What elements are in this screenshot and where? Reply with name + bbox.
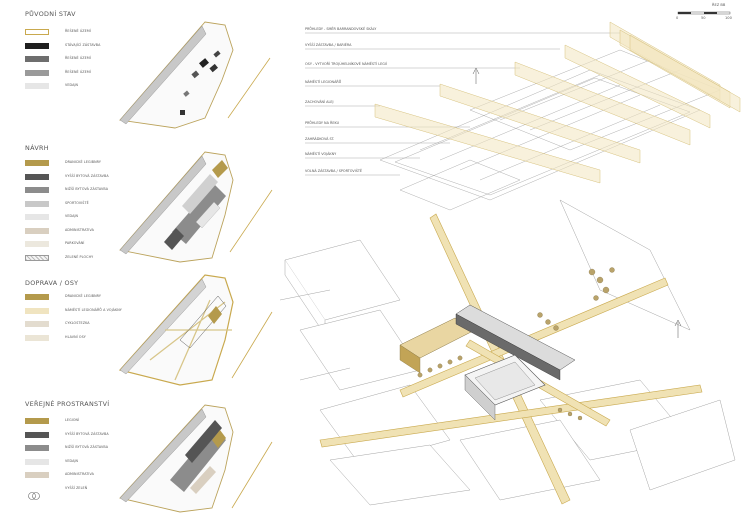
legend-swatch <box>25 69 49 76</box>
annotation-label: VOLNÁ ZÁSTAVBA / SPORTOVIŠTĚ <box>305 169 363 173</box>
legend-swatch <box>25 187 49 193</box>
legend-label: STÁVAJÍCÍ ZÁSTAVBA <box>65 42 101 47</box>
scale-bar-icon <box>677 11 731 15</box>
legend-label: ADMINISTRATIVA <box>65 227 94 232</box>
legend-swatch <box>25 321 49 327</box>
legend-swatch <box>25 307 49 314</box>
legend-label: ADMINISTRATIVA <box>65 472 94 476</box>
legend-swatch <box>25 458 49 465</box>
legend-label: NIŽŠÍ BYTOVÁ ZÁSTAVBA <box>65 445 109 449</box>
legend-swatch <box>25 200 49 207</box>
legend-label: ZELENÉ PLOCHY <box>65 254 94 259</box>
annotation-label: OSY - VYTVOŘÍ TROJÚHELNÍKOVÉ NÁMĚSTÍ LEG… <box>305 62 387 66</box>
annotation-leaders <box>305 32 620 176</box>
legend-label: VYŠŠÍ ZELEŇ <box>65 485 88 490</box>
gold-planes <box>374 21 741 184</box>
scale-title: ŘEZ BB <box>712 3 726 7</box>
legend-label: VYŠŠÍ BYTOVÁ ZÁSTAVBA <box>65 173 109 178</box>
legend-swatch <box>25 160 49 166</box>
legend-swatch <box>25 29 49 35</box>
annotation-label: VYŠŠÍ ZÁSTAVBA / BARIÉRA <box>305 43 352 47</box>
legend-label: VEDAJN <box>65 214 79 218</box>
legend-label: NÁMĚSTÍ LEGIONÁŘŮ A VOJÁKNY <box>65 307 122 312</box>
legend-swatch <box>25 227 49 234</box>
annotation-label: NÁMĚSTÍ VOJÁKNY <box>305 152 337 156</box>
legend-label: ŘEŠENÉ ÚZEMÍ <box>65 56 91 60</box>
legend-swatch <box>25 431 49 438</box>
annotation-label: PRŮHLEDY NA ŘEKU <box>305 121 340 125</box>
legend-label: LEGIONÍ <box>65 418 80 422</box>
tree-icon <box>25 486 49 500</box>
annotation-label: ZACHOVÁNÍ ALEJ <box>305 100 334 104</box>
annotation-label: PRŮHLEDY - SMĚR BARRANDOVSKÉ SKÁLY <box>305 27 377 31</box>
section-title: PŮVODNÍ STAV <box>25 10 76 18</box>
legend-label: CYKLOSTEZKA <box>65 321 90 325</box>
annotation-label: ZAHRÁDKOVÁ ST. <box>305 137 335 141</box>
legend-label: VEDAJN <box>65 458 79 463</box>
site-thumbnail-transport <box>118 274 273 386</box>
legend-label: DRANICKÉ LEGIBNRY <box>65 160 101 164</box>
legend-label: NIŽŠÍ BYTOVÁ ZÁSTAVBA <box>65 187 109 191</box>
site-thumbnail-design <box>119 151 273 263</box>
scale-tick: 0 <box>676 16 679 20</box>
scale-tick: 100 <box>725 16 732 20</box>
legend-label: VYŠŠÍ BYTOVÁ ZÁSTAVBA <box>65 431 109 436</box>
site-thumbnail-original <box>119 21 271 129</box>
legend-swatch <box>25 83 49 89</box>
section-title: NÁVRH <box>25 144 49 152</box>
legend-swatch <box>25 254 49 261</box>
legend-label: HLAVNÍ OSY <box>65 334 86 339</box>
legend-swatch <box>25 214 49 220</box>
section-title: DOPRAVA / OSY <box>25 279 79 287</box>
legend-label: ŘEŠENÉ ÚZEMÍ <box>65 69 91 74</box>
central-complex <box>399 304 576 421</box>
legend-swatch <box>25 472 49 478</box>
legend-swatch <box>25 445 49 451</box>
legend-label: PARKOVÁNÍ <box>65 241 85 245</box>
tree-groups <box>417 267 615 421</box>
legend-swatch <box>25 42 49 49</box>
legend-swatch <box>25 294 49 300</box>
legend-swatch <box>25 334 49 341</box>
context-buildings <box>279 199 736 506</box>
section-title: VEŘEJNÉ PROSTRANSTVÍ <box>25 400 110 408</box>
north-arrow-icon <box>472 67 682 338</box>
legend-label: ŘEŠENÉ ÚZEMÍ <box>65 29 91 33</box>
legend-swatch <box>25 418 49 424</box>
legend-label: DRANICKÉ LEGIBNRY <box>65 294 101 298</box>
legend-label: VEDAJN <box>65 83 79 87</box>
legend-swatch <box>25 241 49 247</box>
legend-swatch <box>25 56 49 62</box>
scale-tick: 50 <box>701 16 706 20</box>
annotation-label: NÁMĚSTÍ LEGIONÁŘŮ <box>305 80 342 84</box>
legend-label: SPORTOVIŠTĚ <box>65 200 89 205</box>
legend-swatch <box>25 173 49 180</box>
site-thumbnail-public-space <box>119 404 273 513</box>
